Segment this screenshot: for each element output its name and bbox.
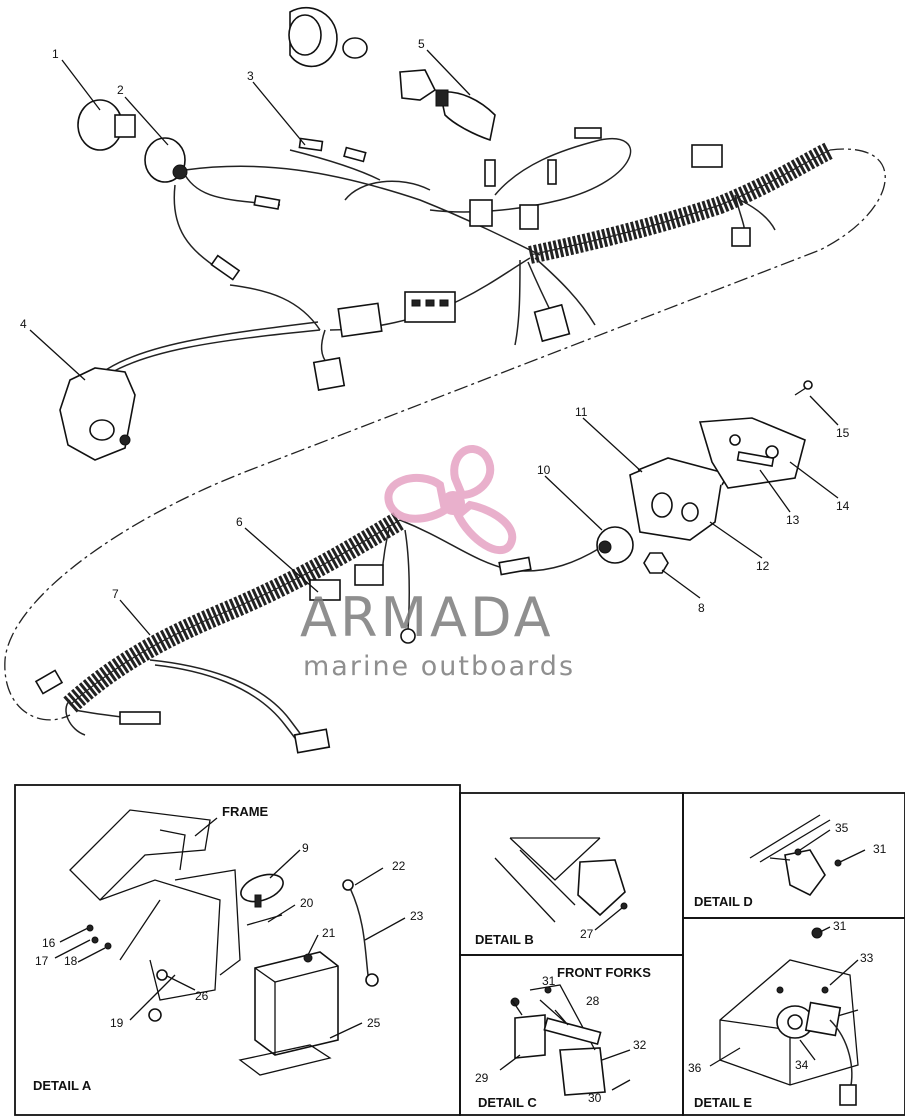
label-frame: FRAME — [222, 804, 269, 819]
callout-22: 22 — [392, 859, 406, 873]
callout-20: 20 — [300, 896, 314, 910]
watermark-brand: ARMADA — [300, 586, 554, 649]
callout-34: 34 — [795, 1058, 809, 1072]
armada-logo: ARMADA marine outboards — [300, 445, 575, 682]
watermark-tagline: marine outboards — [303, 651, 575, 682]
bulb-socket — [144, 137, 188, 183]
callout-21: 21 — [322, 926, 336, 940]
detail-a-drawing — [54, 809, 406, 1076]
callout-14: 14 — [836, 499, 850, 513]
callout-23: 23 — [410, 909, 424, 923]
callout-36: 36 — [688, 1061, 702, 1075]
callout-33: 33 — [860, 951, 874, 965]
callout-13: 13 — [786, 513, 800, 527]
detail-panels — [14, 784, 905, 1116]
wire-connectors — [210, 127, 602, 281]
callout-32: 32 — [633, 1038, 647, 1052]
callout-30: 30 — [588, 1091, 602, 1105]
label-detail-a: DETAIL A — [33, 1078, 92, 1093]
detail-e-drawing — [709, 926, 859, 1106]
callout-31-d: 31 — [873, 842, 887, 856]
callout-1: 1 — [52, 47, 59, 61]
callout-7: 7 — [112, 587, 119, 601]
bulb — [77, 99, 136, 151]
callout-4: 4 — [20, 317, 27, 331]
taillight-bracket — [698, 380, 813, 489]
callout-16: 16 — [42, 936, 56, 950]
callout-numbers: 1 2 3 4 5 6 7 8 9 10 11 12 13 14 15 16 1… — [20, 37, 887, 1105]
nut — [643, 552, 669, 574]
callout-5: 5 — [418, 37, 425, 51]
label-detail-d: DETAIL D — [694, 894, 753, 909]
callout-3: 3 — [247, 69, 254, 83]
tail-bulb-socket — [596, 526, 634, 564]
switch — [59, 367, 136, 461]
callout-15: 15 — [836, 426, 850, 440]
label-detail-e: DETAIL E — [694, 1095, 752, 1110]
callout-31-c: 31 — [542, 974, 556, 988]
callout-11: 11 — [575, 405, 588, 419]
leader-lines — [29, 49, 839, 636]
taillight — [629, 457, 730, 541]
callout-17: 17 — [35, 954, 49, 968]
callout-18: 18 — [64, 954, 78, 968]
callout-19: 19 — [110, 1016, 124, 1030]
lower-connectors — [34, 556, 532, 754]
label-detail-b: DETAIL B — [475, 932, 534, 947]
callout-25: 25 — [367, 1016, 381, 1030]
callout-10: 10 — [537, 463, 551, 477]
callout-31-e: 31 — [833, 919, 847, 933]
callout-9: 9 — [302, 841, 309, 855]
callout-28: 28 — [586, 994, 600, 1008]
label-front-forks: FRONT FORKS — [557, 965, 651, 980]
panel-labels: FRAME FRONT FORKS DETAIL A DETAIL B DETA… — [33, 804, 753, 1110]
callout-29: 29 — [475, 1071, 489, 1085]
callout-12: 12 — [756, 559, 770, 573]
detail-c-drawing — [499, 984, 631, 1096]
detail-b-drawing — [494, 837, 628, 931]
ignition-switch — [288, 6, 496, 142]
label-detail-c: DETAIL C — [478, 1095, 537, 1110]
harness-plugs — [312, 144, 751, 391]
callout-26: 26 — [195, 989, 209, 1003]
callout-2: 2 — [117, 83, 124, 97]
callout-35: 35 — [835, 821, 849, 835]
callout-6: 6 — [236, 515, 243, 529]
callout-8: 8 — [698, 601, 705, 615]
callout-27: 27 — [580, 927, 594, 941]
detail-d-drawing — [749, 814, 866, 897]
